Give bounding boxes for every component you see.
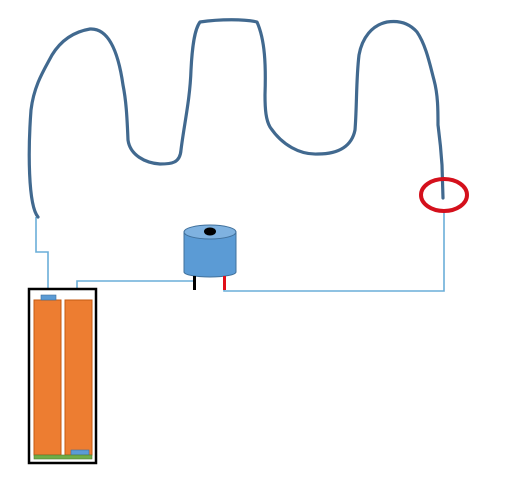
battery-cell-left	[33, 299, 62, 456]
buzzer-negative-lead	[193, 276, 196, 290]
buzzer	[183, 224, 237, 290]
buzzer-positive-lead	[223, 276, 226, 290]
wire-loop	[27, 18, 445, 219]
buzzer-hole	[204, 227, 216, 236]
battery-contact-left	[40, 294, 57, 301]
wire-loop-to-battery	[35, 217, 49, 296]
buzzer-body	[183, 231, 237, 278]
buzzer-to-ring-wire	[223, 210, 445, 292]
battery-pack	[27, 287, 98, 465]
wand-ring	[419, 177, 469, 213]
battery-contact-bottom	[70, 449, 90, 456]
battery-bottom-strip	[33, 454, 93, 460]
battery-cell-right	[64, 299, 93, 456]
